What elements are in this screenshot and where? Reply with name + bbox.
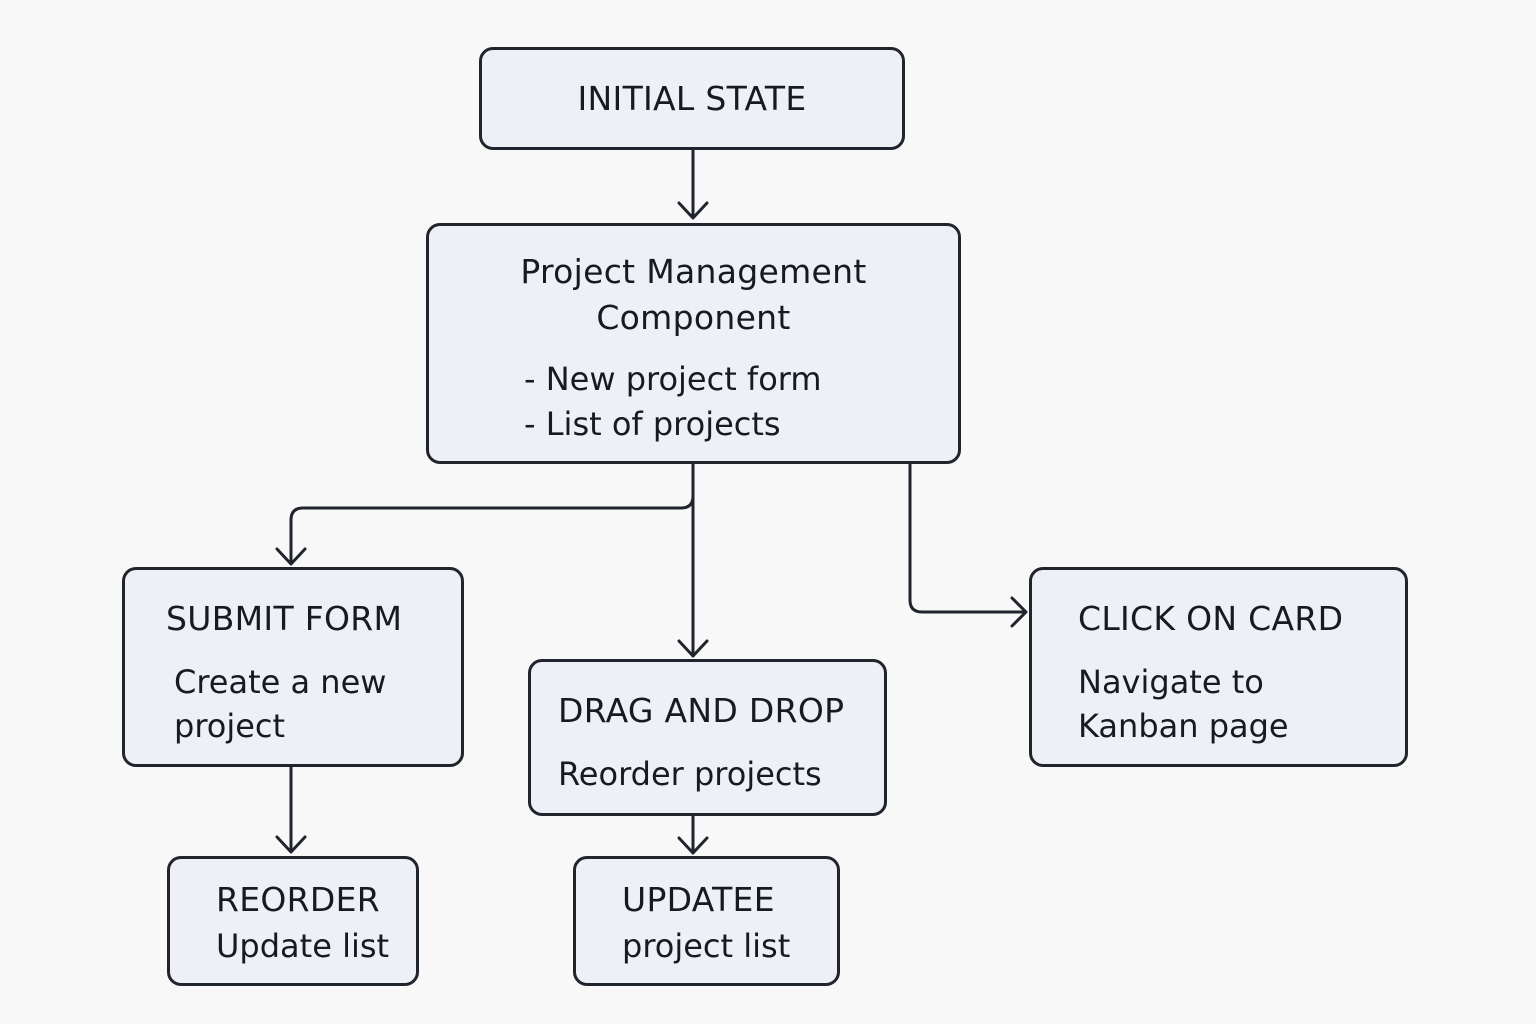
updatee-title: UPDATEE [622, 880, 775, 919]
drag-and-drop-node: DRAG AND DROP Reorder projects [528, 659, 887, 816]
project-management-title-line1: Project Management [520, 252, 867, 291]
arrow-submit-form-to-reorder [275, 765, 307, 854]
drag-and-drop-title: DRAG AND DROP [558, 691, 845, 730]
drag-and-drop-desc-line1: Reorder projects [558, 755, 822, 793]
arrow-initial-to-project-management [677, 148, 709, 220]
reorder-title: REORDER [216, 880, 380, 919]
project-management-title-line2: Component [596, 298, 791, 337]
submit-form-title: SUBMIT FORM [166, 599, 403, 638]
initial-state-node: INITIAL STATE [479, 47, 905, 150]
arrow-drag-and-drop-to-updatee [677, 814, 709, 855]
submit-form-desc-line1: Create a new [174, 663, 387, 701]
submit-form-desc-line2: project [174, 707, 286, 745]
click-on-card-desc-line2: Kanban page [1078, 707, 1289, 745]
click-on-card-title: CLICK ON CARD [1078, 599, 1344, 638]
arrow-project-management-to-drag-and-drop [677, 494, 709, 658]
arrow-project-management-to-submit-form [275, 462, 695, 566]
reorder-desc-line1: Update list [216, 927, 390, 965]
submit-form-node: SUBMIT FORM Create a new project [122, 567, 464, 767]
arrow-project-management-to-click-on-card [908, 462, 1028, 628]
updatee-node: UPDATEE project list [573, 856, 840, 986]
project-management-item-new-form: - New project form [524, 360, 822, 398]
project-management-node: Project Management Component - New proje… [426, 223, 961, 464]
click-on-card-desc-line1: Navigate to [1078, 663, 1264, 701]
reorder-node: REORDER Update list [167, 856, 419, 986]
project-management-item-list: - List of projects [524, 405, 781, 443]
click-on-card-node: CLICK ON CARD Navigate to Kanban page [1029, 567, 1408, 767]
updatee-desc-line1: project list [622, 927, 791, 965]
initial-state-title: INITIAL STATE [577, 79, 807, 118]
